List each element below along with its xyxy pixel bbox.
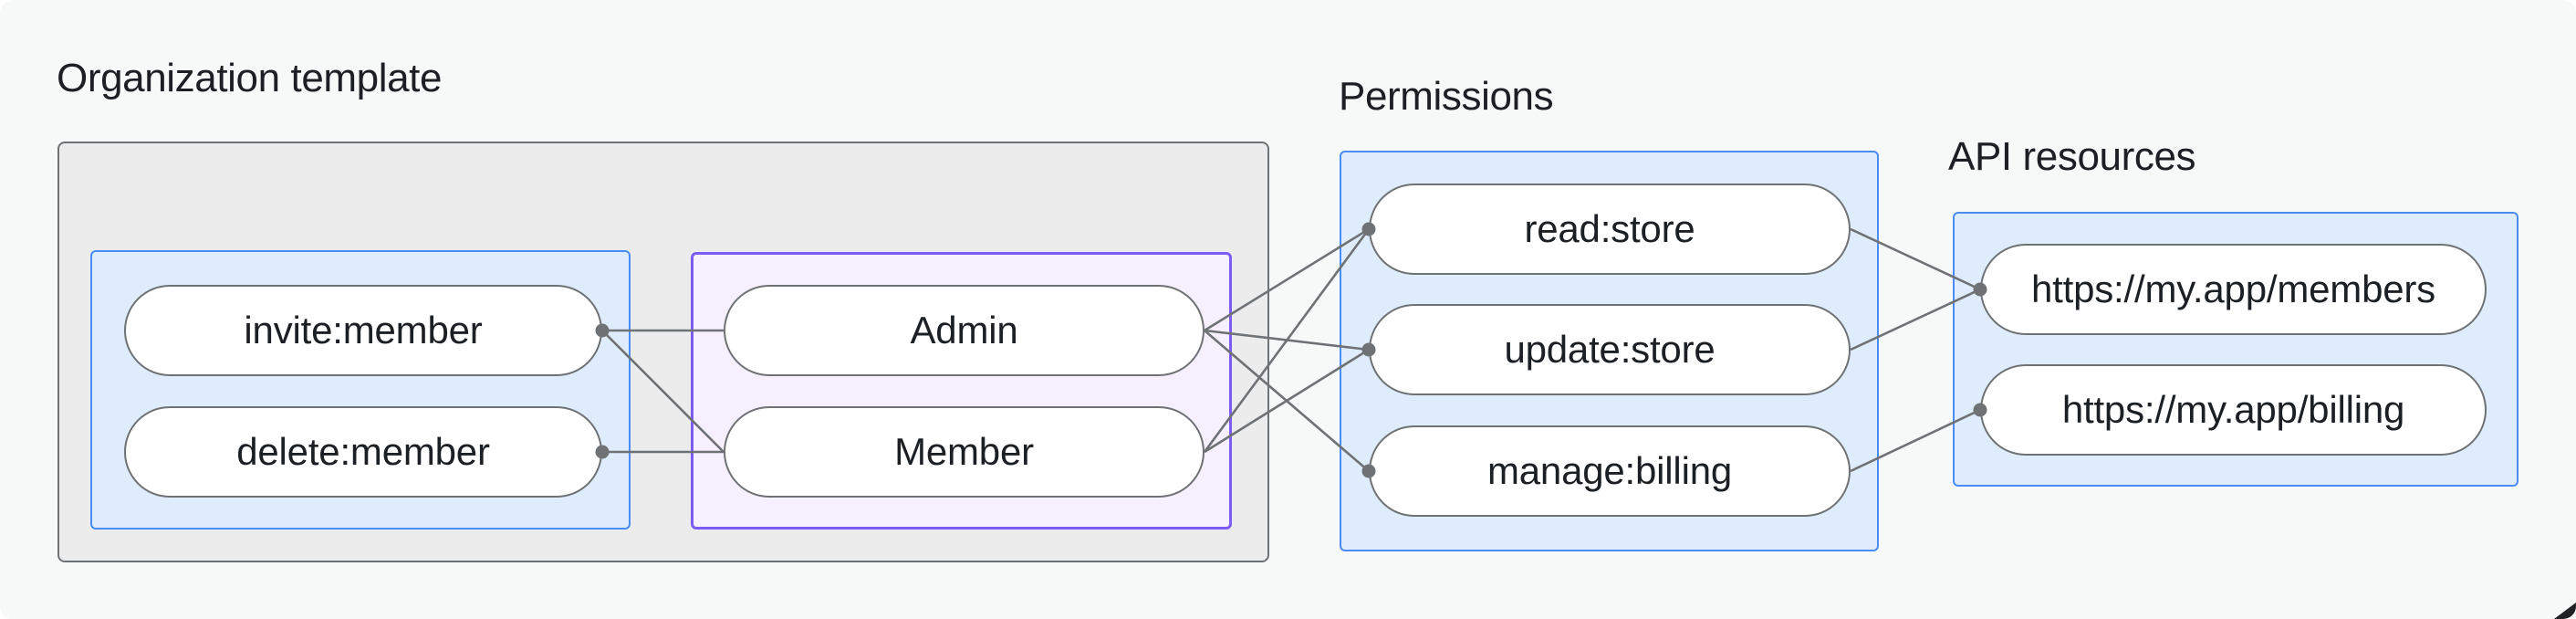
- node-invite-member: invite:member: [124, 285, 602, 376]
- api-resources-title: API resources: [1948, 134, 2196, 179]
- node-update-store: update:store: [1369, 304, 1851, 395]
- node-my-app-billing-label: https://my.app/billing: [2061, 388, 2405, 431]
- node-manage-billing-label: manage:billing: [1486, 449, 1733, 492]
- node-my-app-members: https://my.app/members: [1980, 244, 2487, 335]
- node-delete-member: delete:member: [124, 406, 602, 498]
- node-my-app-members-label: https://my.app/members: [2031, 268, 2435, 310]
- permissions-title: Permissions: [1339, 74, 1554, 119]
- node-read-store: read:store: [1369, 184, 1851, 275]
- node-admin: Admin: [724, 285, 1205, 376]
- organization-template-title: Organization template: [57, 56, 443, 100]
- node-member: Member: [724, 406, 1205, 498]
- node-delete-member-label: delete:member: [236, 430, 490, 473]
- node-manage-billing: manage:billing: [1369, 425, 1851, 517]
- node-invite-member-label: invite:member: [244, 309, 483, 351]
- node-member-label: Member: [894, 430, 1034, 473]
- corner-artifact: [2554, 603, 2576, 619]
- node-admin-label: Admin: [910, 309, 1018, 351]
- node-update-store-label: update:store: [1504, 328, 1716, 371]
- node-my-app-billing: https://my.app/billing: [1980, 364, 2487, 456]
- node-read-store-label: read:store: [1524, 207, 1695, 250]
